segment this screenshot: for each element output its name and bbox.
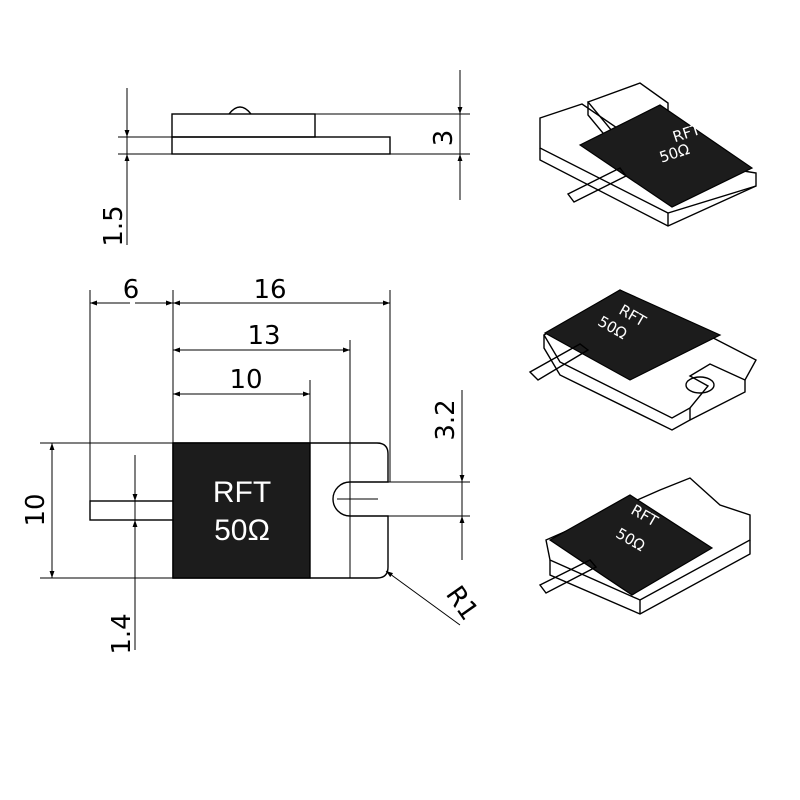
side-view: 3 1.5 xyxy=(99,70,470,247)
flange-outline xyxy=(172,442,389,579)
dim-tab-width: 3.2 xyxy=(431,399,461,440)
dim-body-length: 10 xyxy=(229,365,262,395)
chip-label-line2: 50Ω xyxy=(214,514,270,547)
dim-flange-width: 6 xyxy=(123,275,140,305)
iso-view-1: RFT 50Ω xyxy=(539,82,757,227)
side-flange xyxy=(171,136,391,155)
dim-thickness-total: 3 xyxy=(429,130,459,147)
chip-label-line1: RFT xyxy=(213,476,271,509)
iso-view-3: RFT 50Ω xyxy=(538,477,751,615)
dim-corner-radius: R1 xyxy=(439,581,483,627)
dim-hole-center: 13 xyxy=(247,321,280,351)
dim-lead-width: 1.4 xyxy=(107,613,137,654)
dim-body-width: 10 xyxy=(21,493,51,526)
top-view: RFT 50Ω 6 16 13 10 10 1.4 xyxy=(21,275,484,655)
side-body xyxy=(171,113,316,138)
side-bump xyxy=(228,106,252,115)
iso-view-2: RFT 50Ω xyxy=(528,289,757,431)
chip-body xyxy=(172,442,311,579)
dim-flange-thickness: 1.5 xyxy=(99,205,129,246)
dim-overall-length: 16 xyxy=(253,275,286,305)
lead xyxy=(89,500,175,521)
